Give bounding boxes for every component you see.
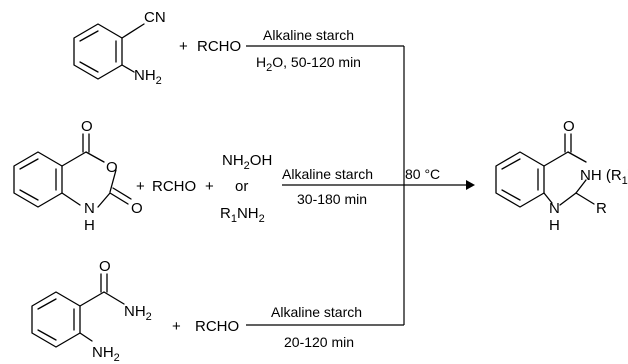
reactant-isatoic-anhydride: O O O N H [13, 118, 143, 234]
condition-catalyst-2: Alkaline starch [282, 166, 373, 182]
carbonyl-oxygen: O [563, 118, 575, 135]
aldehyde-label: RCHO [195, 318, 239, 335]
benzene-ring [13, 151, 63, 208]
benzene-ring [31, 291, 81, 348]
reactant-aminobenzamide: O NH2 NH2 [31, 258, 152, 364]
temperature-label: 80 °C [405, 166, 440, 182]
primary-amine-label: R1NH2 [220, 205, 265, 225]
condition-catalyst-1: Alkaline starch [263, 27, 354, 43]
amino-group: NH2 [134, 67, 162, 87]
plus-sign: + [179, 38, 188, 55]
reactant-aminobenzonitrile: CN NH2 [73, 9, 166, 87]
plus-sign: + [205, 178, 214, 195]
amide-nitrogen-substituent: NH (R1) [580, 167, 628, 187]
or-label: or [235, 178, 248, 195]
ring-hydrogen: H [549, 217, 560, 234]
hydroxylamine-label: NH2OH [222, 152, 272, 172]
carbonyl-oxygen: O [131, 200, 143, 217]
condition-solvent-time-1: H2O, 50-120 min [256, 54, 361, 74]
arrow-head [466, 180, 475, 190]
condition-time-3: 20-120 min [284, 334, 354, 350]
ring-nitrogen: N [84, 200, 95, 217]
aldehyde-label: RCHO [197, 38, 241, 55]
r-substituent: R [596, 200, 607, 217]
condition-catalyst-3: Alkaline starch [271, 304, 362, 320]
nitrile-group: CN [144, 9, 166, 26]
amide-oxygen: O [99, 258, 111, 275]
amino-group: NH2 [92, 344, 120, 364]
plus-sign: + [172, 318, 181, 335]
ring-nitrogen: N [549, 200, 560, 217]
condition-time-2: 30-180 min [297, 191, 367, 207]
ring-oxygen: O [106, 159, 118, 176]
aldehyde-label: RCHO [152, 178, 196, 195]
product-dihydroquinazolinone: O NH (R1) N H R [495, 118, 628, 234]
carbonyl-oxygen: O [81, 118, 93, 135]
amide-nitrogen: NH2 [124, 303, 152, 323]
plus-sign: + [136, 178, 145, 195]
ring-hydrogen: H [84, 217, 95, 234]
benzene-ring [495, 151, 545, 208]
benzene-ring [73, 23, 123, 80]
